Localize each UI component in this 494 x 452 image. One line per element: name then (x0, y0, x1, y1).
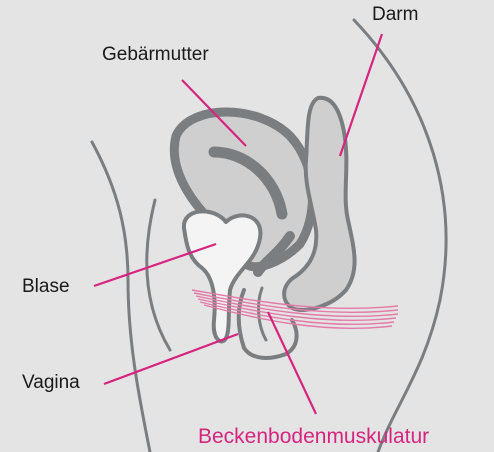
label-beckenbodenmuskulatur: Beckenbodenmuskulatur (198, 426, 429, 448)
abdomen-contour (92, 142, 150, 452)
label-blase: Blase (22, 276, 70, 298)
leader-vagina (104, 334, 238, 384)
bladder-shape (184, 211, 261, 341)
label-darm: Darm (372, 4, 418, 26)
label-vagina: Vagina (22, 372, 80, 394)
label-gebaermutter: Gebärmutter (102, 44, 209, 66)
thigh-contour (147, 200, 170, 350)
leader-beckenboden (268, 312, 316, 414)
vagina-inner (259, 288, 266, 340)
back-contour (354, 20, 446, 452)
leader-darm (340, 34, 382, 156)
